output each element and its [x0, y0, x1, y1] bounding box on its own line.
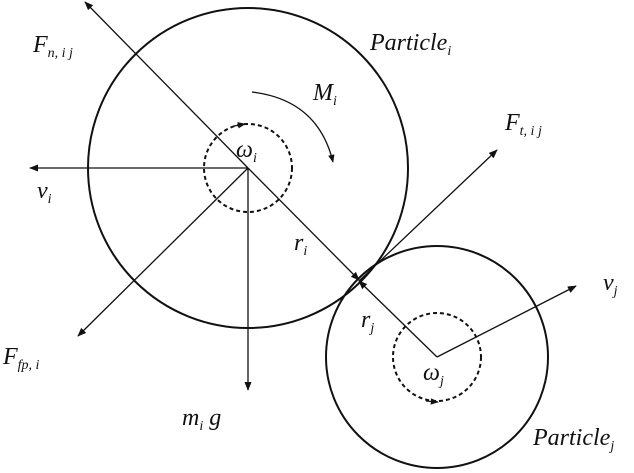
radius-i-arrow — [247, 167, 360, 281]
omega-j-arrow-icon — [425, 398, 439, 405]
radius-j-label: rj — [361, 307, 374, 336]
moment-label: Mi — [312, 80, 337, 109]
omega-j-dashed-circle — [392, 312, 482, 402]
radius-j-arrow — [358, 280, 438, 358]
omega-i-label: ωi — [236, 137, 257, 166]
radius-i-label: ri — [294, 230, 307, 259]
normal-force-label: Fn, i j — [32, 32, 73, 61]
velocity-j-label: vj — [603, 270, 618, 299]
particle-j-label: Particlej — [532, 425, 614, 454]
gravity-label: mi g — [182, 405, 221, 434]
particle-j-circle — [325, 245, 549, 469]
omega-j-label: ωj — [423, 360, 444, 389]
moment-arc-arrow — [251, 91, 335, 163]
tangent-force-label: Ft, i j — [504, 110, 542, 139]
fluid-force-label: Ffp, i — [2, 344, 40, 373]
tangent-force-arrow — [358, 149, 498, 282]
omega-i-dashed-circle — [203, 123, 293, 213]
omega-i-arrow-icon — [233, 122, 246, 129]
velocity-i-label: vi — [37, 178, 52, 207]
velocity-j-arrow — [436, 285, 577, 358]
normal-force-arrow — [84, 1, 249, 169]
particle-i-label: Particlei — [369, 30, 451, 59]
fluid-force-arrow — [77, 167, 249, 337]
